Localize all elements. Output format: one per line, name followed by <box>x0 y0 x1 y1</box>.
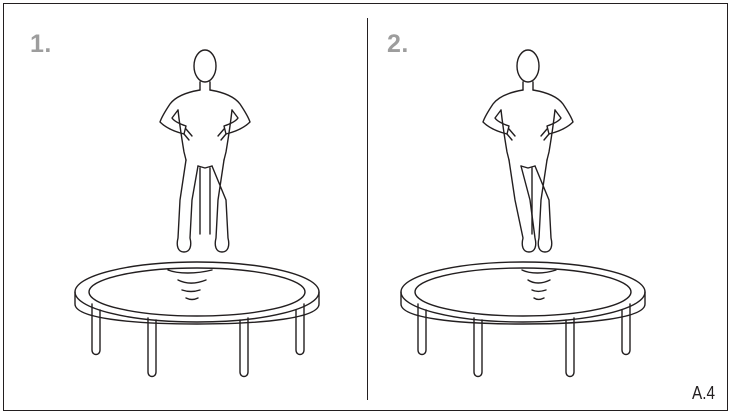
figure-reference: A.4 <box>692 383 715 404</box>
person-figure <box>160 50 250 252</box>
person-figure <box>483 50 573 252</box>
step-1-illustration <box>0 0 365 416</box>
trampoline <box>401 262 645 377</box>
step-2-illustration <box>358 0 723 416</box>
trampoline <box>75 262 319 377</box>
